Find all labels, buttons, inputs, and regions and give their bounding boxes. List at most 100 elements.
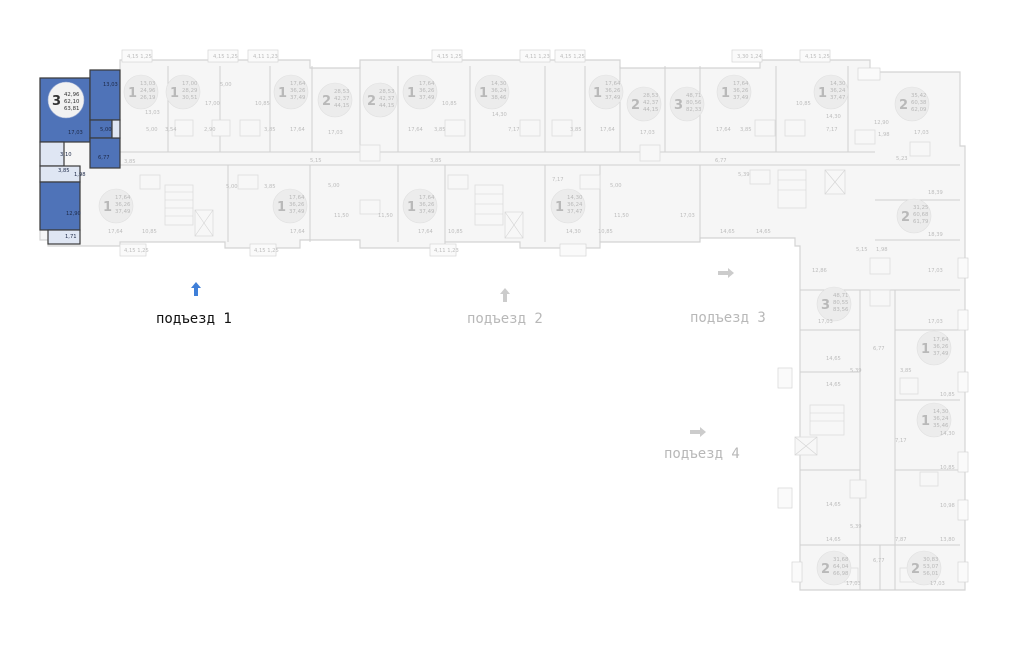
svg-text:17,64: 17,64 — [605, 81, 621, 87]
svg-text:5,00: 5,00 — [610, 183, 622, 189]
svg-text:2: 2 — [631, 98, 640, 113]
svg-text:35,42: 35,42 — [911, 93, 926, 99]
svg-text:10,85: 10,85 — [142, 229, 157, 235]
svg-text:14,30: 14,30 — [933, 409, 949, 415]
svg-text:14,65: 14,65 — [826, 382, 841, 388]
svg-text:36,24: 36,24 — [567, 202, 583, 208]
svg-text:36,26: 36,26 — [605, 88, 621, 94]
svg-text:1: 1 — [479, 86, 488, 101]
svg-text:10,85: 10,85 — [940, 392, 955, 398]
svg-text:1: 1 — [921, 342, 930, 357]
entrance-2-label[interactable]: подъезд 2 — [467, 311, 543, 327]
entrance-4[interactable]: подъезд 4 — [664, 427, 740, 462]
entrance-2[interactable]: подъезд 2 — [467, 288, 543, 327]
selected-room-area: 17,03 — [68, 130, 83, 136]
svg-text:24,96: 24,96 — [140, 88, 156, 94]
svg-text:10,85: 10,85 — [796, 101, 811, 107]
svg-text:10,98: 10,98 — [940, 503, 955, 509]
svg-text:2: 2 — [821, 562, 830, 577]
svg-text:37,49: 37,49 — [289, 209, 305, 215]
svg-text:30,51: 30,51 — [182, 95, 197, 101]
svg-text:12,90: 12,90 — [874, 120, 889, 126]
entrance-4-label[interactable]: подъезд 4 — [664, 446, 740, 462]
svg-text:4,11 1,23: 4,11 1,23 — [253, 54, 278, 60]
svg-text:1: 1 — [818, 86, 827, 101]
svg-text:28,53: 28,53 — [334, 89, 349, 95]
selected-rooms: 3 — [52, 94, 61, 109]
svg-text:4,15 1,25: 4,15 1,25 — [127, 54, 152, 60]
svg-text:17,03: 17,03 — [680, 213, 695, 219]
svg-text:37,47: 37,47 — [830, 95, 845, 101]
arrow-right-icon — [718, 268, 734, 278]
selected-room-area: 12,90 — [66, 211, 81, 217]
svg-text:7,17: 7,17 — [895, 438, 907, 444]
entrance-3-label[interactable]: подъезд 3 — [690, 310, 766, 326]
svg-text:53,07: 53,07 — [923, 564, 938, 570]
svg-text:17,03: 17,03 — [928, 319, 943, 325]
svg-text:37,47: 37,47 — [567, 209, 582, 215]
svg-text:37,49: 37,49 — [933, 351, 949, 357]
svg-text:17,64: 17,64 — [933, 337, 949, 343]
svg-text:3,85: 3,85 — [264, 184, 276, 190]
svg-text:26,19: 26,19 — [140, 95, 156, 101]
svg-text:31,25: 31,25 — [913, 205, 928, 211]
svg-text:14,30: 14,30 — [491, 81, 507, 87]
svg-text:36,24: 36,24 — [933, 416, 949, 422]
svg-text:17,64: 17,64 — [408, 127, 424, 133]
svg-text:56,01: 56,01 — [923, 571, 938, 577]
svg-text:4,11 1,23: 4,11 1,23 — [525, 54, 550, 60]
svg-text:82,33: 82,33 — [686, 107, 701, 113]
svg-text:10,85: 10,85 — [255, 101, 270, 107]
selected-room-area: 3,85 — [58, 168, 70, 174]
svg-text:17,03: 17,03 — [914, 130, 929, 136]
entrance-1[interactable]: подъезд 1 — [156, 282, 232, 327]
svg-text:14,30: 14,30 — [940, 431, 955, 437]
svg-text:17,64: 17,64 — [419, 81, 435, 87]
svg-text:37,49: 37,49 — [605, 95, 621, 101]
svg-text:14,65: 14,65 — [756, 229, 771, 235]
svg-text:17,03: 17,03 — [930, 581, 945, 587]
entrance-1-label[interactable]: подъезд 1 — [156, 311, 232, 327]
svg-text:17,64: 17,64 — [600, 127, 616, 133]
svg-text:3,30 1,24: 3,30 1,24 — [737, 54, 762, 60]
svg-text:5,23: 5,23 — [896, 156, 908, 162]
svg-text:1: 1 — [593, 86, 602, 101]
svg-text:62,09: 62,09 — [911, 107, 927, 113]
svg-text:17,64: 17,64 — [115, 195, 131, 201]
building-walls — [39, 49, 969, 591]
svg-text:4,15 1,25: 4,15 1,25 — [437, 54, 462, 60]
svg-text:7,17: 7,17 — [826, 127, 838, 133]
svg-text:1: 1 — [103, 200, 112, 215]
entrance-3[interactable]: подъезд 3 — [690, 268, 766, 326]
svg-text:1: 1 — [555, 200, 564, 215]
selected-apartment[interactable]: 3 42,96 62,10 63,81 17,03 13,03 5,00 6,7… — [39, 69, 121, 245]
svg-text:3,85: 3,85 — [570, 127, 582, 133]
svg-text:13,03: 13,03 — [140, 81, 155, 87]
svg-text:5,00: 5,00 — [220, 82, 232, 88]
svg-text:3,85: 3,85 — [264, 127, 276, 133]
